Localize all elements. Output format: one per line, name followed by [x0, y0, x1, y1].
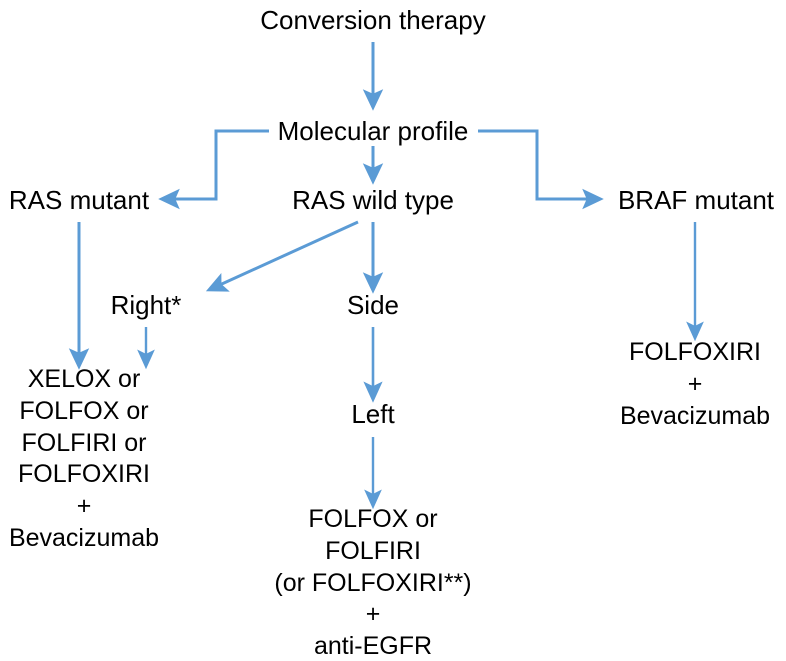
treatment-line: Bevacizumab — [619, 401, 771, 430]
node-braf-mutant-label: BRAF mutant — [617, 185, 775, 215]
node-molecular-profile-label: Molecular profile — [277, 116, 469, 146]
node-ras-mutant-treatment[interactable]: XELOX or FOLFOX or FOLFIRI or FOLFOXIRI … — [0, 364, 168, 555]
node-side-label: Side — [346, 290, 400, 320]
treatment-line: XELOX or — [27, 365, 141, 393]
node-conversion-therapy-label: Conversion therapy — [260, 5, 486, 35]
node-ras-mutant-label: RAS mutant — [8, 185, 150, 215]
node-left[interactable]: Left — [313, 398, 433, 431]
treatment-line: FOLFOX or — [308, 505, 438, 533]
node-side[interactable]: Side — [313, 289, 433, 322]
node-conversion-therapy[interactable]: Conversion therapy — [0, 4, 746, 37]
node-ras-mutant[interactable]: RAS mutant — [0, 184, 158, 217]
node-braf-mutant[interactable]: BRAF mutant — [606, 184, 786, 217]
node-right-label: Right* — [110, 290, 182, 320]
treatment-line: FOLFOXIRI — [18, 460, 150, 489]
node-ras-wild-type-label: RAS wild type — [292, 185, 454, 215]
treatment-line: FOLFOXIRI — [629, 338, 761, 366]
node-ras-wild-type[interactable]: RAS wild type — [263, 184, 483, 217]
treatment-line: anti-EGFR — [313, 632, 433, 660]
edge-ras-wild-to-right — [205, 220, 359, 292]
treatment-line: FOLFIRI or — [21, 428, 147, 457]
treatment-line: (or FOLFOXIRI**) — [274, 568, 472, 597]
treatment-line: Bevacizumab — [8, 523, 160, 552]
treatment-line: FOLFOX or — [19, 396, 149, 425]
treatment-line: FOLFIRI — [325, 536, 421, 565]
node-right[interactable]: Right* — [86, 289, 206, 322]
node-left-treatment[interactable]: FOLFOX or FOLFIRI (or FOLFOXIRI**) + ant… — [243, 504, 503, 661]
treatment-line-plus: + — [365, 600, 381, 629]
node-left-label: Left — [351, 399, 395, 429]
treatment-line-plus: + — [76, 492, 92, 520]
treatment-line-plus: + — [687, 369, 703, 398]
node-braf-treatment[interactable]: FOLFOXIRI + Bevacizumab — [591, 337, 786, 432]
node-molecular-profile[interactable]: Molecular profile — [0, 115, 746, 148]
